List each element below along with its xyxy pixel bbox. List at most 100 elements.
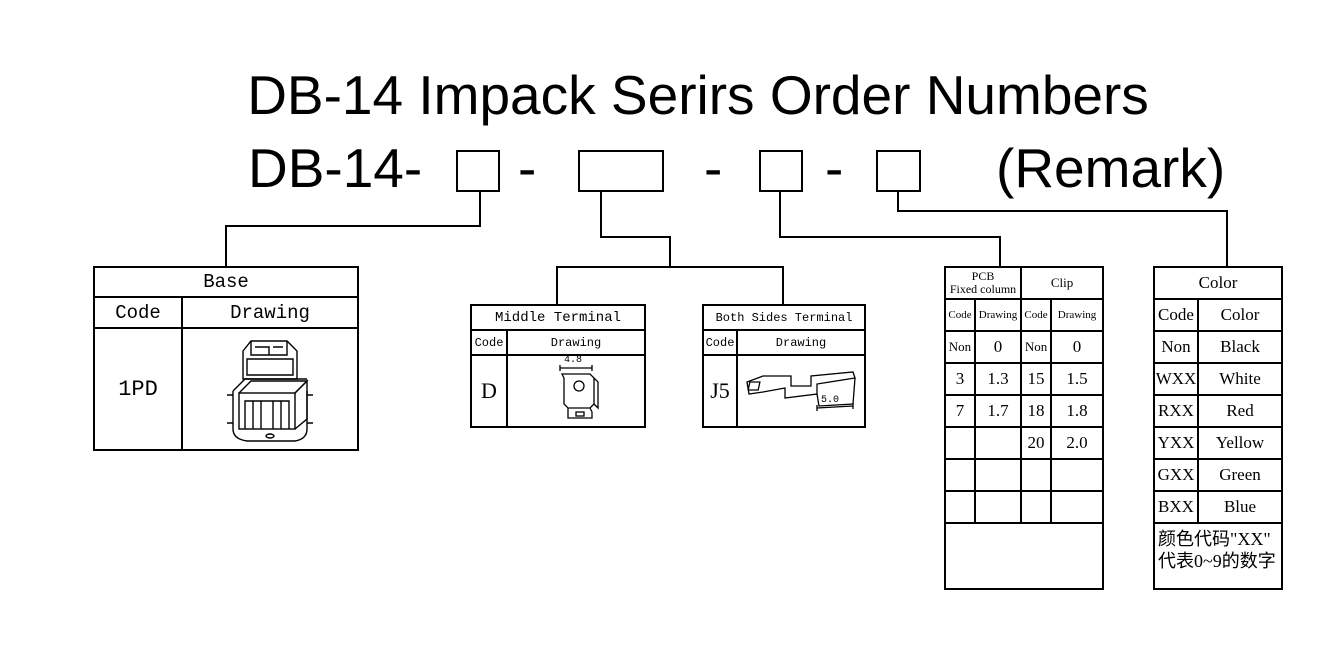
base-code-slot: [456, 150, 500, 192]
color-name-cell: Red: [1196, 394, 1284, 428]
color-name-cell: Green: [1196, 458, 1284, 492]
separator-1: -: [518, 137, 537, 199]
color-code-cell: BXX: [1153, 490, 1199, 524]
pcb-header-line2: Fixed column: [949, 282, 1017, 296]
connector-line: [779, 236, 1001, 238]
both-sides-code-header: Code: [702, 329, 738, 356]
color-code-header: Code: [1153, 298, 1199, 332]
pcb-code-cell: 3: [944, 362, 976, 396]
separator-2: -: [704, 137, 723, 199]
both-sides-terminal-header: Both Sides Terminal: [701, 304, 867, 331]
terminal-dimension-label: 4.8: [564, 355, 583, 366]
connector-line: [782, 266, 784, 305]
pcb-code-header: Code: [944, 298, 976, 332]
empty-cell: [1020, 490, 1053, 524]
pcb-code-cell: Non: [944, 330, 976, 364]
clip-code-cell: Non: [1020, 330, 1053, 364]
terminal-code-slot: [578, 150, 664, 192]
color-code-cell: Non: [1153, 330, 1199, 364]
color-name-cell: White: [1196, 362, 1284, 396]
color-name-cell: Yellow: [1196, 426, 1284, 460]
connector-line: [225, 225, 227, 267]
connector-line: [600, 190, 602, 237]
connector-line: [779, 190, 781, 237]
color-code-cell: WXX: [1153, 362, 1199, 396]
empty-cell: [1020, 458, 1053, 492]
clip-code-header: Code: [1020, 298, 1053, 332]
connector-line: [600, 236, 670, 238]
connector-line: [669, 236, 671, 267]
connector-line: [999, 236, 1001, 267]
empty-cell: [944, 458, 976, 492]
color-table-header: Color: [1152, 266, 1284, 300]
pcb-drawing-header: Drawing: [973, 298, 1023, 332]
both-sides-terminal-table: Both Sides Terminal Code Drawing J5 5.0: [701, 304, 867, 428]
both-sides-drawing-header: Drawing: [735, 329, 867, 356]
part-prefix: DB-14-: [248, 137, 423, 199]
rocker-switch-base-drawing: [227, 340, 313, 442]
clip-drawing-header: Drawing: [1050, 298, 1105, 332]
base-table-header: Base: [92, 266, 360, 298]
both-sides-drawing-cell: 5.0: [735, 354, 867, 428]
color-note-line2: 代表0~9的数字: [1158, 551, 1276, 571]
empty-cell: [973, 458, 1023, 492]
pcb-drawing-cell: [973, 426, 1023, 460]
color-code-cell: GXX: [1153, 458, 1199, 492]
color-name-header: Color: [1196, 298, 1284, 332]
pcb-header: PCB Fixed column: [943, 266, 1023, 300]
connector-line: [1226, 210, 1228, 267]
middle-terminal-table: Middle Terminal Code Drawing D 4.8: [470, 304, 646, 428]
connector-line: [897, 190, 899, 212]
empty-cell: [944, 490, 976, 524]
empty-cell: [1050, 490, 1105, 524]
clip-drawing-cell: 2.0: [1050, 426, 1105, 460]
base-drawing-cell: [180, 327, 360, 451]
connector-line: [897, 210, 1228, 212]
pcb-header-line1: PCB: [971, 269, 995, 283]
clip-drawing-cell: 1.8: [1050, 394, 1105, 428]
base-table: Base Code Drawing 1PD: [92, 266, 360, 451]
middle-terminal-code-header: Code: [470, 329, 508, 356]
base-code-cell: 1PD: [93, 327, 183, 451]
color-code-slot: [876, 150, 921, 192]
middle-terminal-drawing-header: Drawing: [506, 329, 646, 356]
pcb-clip-code-slot: [759, 150, 803, 192]
empty-cell: [1050, 458, 1105, 492]
color-code-note: 颜色代码"XX" 代表0~9的数字: [1152, 522, 1284, 590]
clip-header: Clip: [1020, 266, 1105, 300]
empty-cell: [943, 522, 1105, 590]
clip-code-cell: 15: [1020, 362, 1053, 396]
diagram-title: DB-14 Impack Serirs Order Numbers: [247, 64, 1149, 126]
color-name-cell: Black: [1196, 330, 1284, 364]
empty-cell: [973, 490, 1023, 524]
clip-drawing-cell: 0: [1050, 330, 1105, 364]
connector-line: [225, 225, 481, 227]
color-name-cell: Blue: [1196, 490, 1284, 524]
pcb-drawing-cell: 0: [973, 330, 1023, 364]
clip-drawing-cell: 1.5: [1050, 362, 1105, 396]
pcb-drawing-cell: 1.3: [973, 362, 1023, 396]
both-sides-code-cell: J5: [702, 354, 738, 428]
color-note-line1: 颜色代码"XX": [1158, 529, 1271, 549]
pcb-code-cell: 7: [944, 394, 976, 428]
separator-3: -: [825, 137, 844, 199]
terminal-dimension-label: 5.0: [821, 395, 840, 406]
pcb-clip-table: PCB Fixed column Clip Code Drawing Code …: [943, 266, 1105, 590]
base-drawing-header: Drawing: [180, 296, 360, 329]
pcb-drawing-cell: 1.7: [973, 394, 1023, 428]
clip-code-cell: 20: [1020, 426, 1053, 460]
connector-line: [556, 266, 558, 305]
connector-line: [479, 190, 481, 226]
middle-terminal-header: Middle Terminal: [470, 304, 646, 331]
middle-terminal-code-cell: D: [470, 354, 508, 428]
both-sides-terminal-drawing: [746, 371, 856, 411]
base-code-header: Code: [93, 296, 183, 329]
connector-line: [556, 266, 784, 268]
middle-terminal-drawing: [559, 365, 599, 419]
color-code-cell: YXX: [1153, 426, 1199, 460]
remark-label: (Remark): [996, 137, 1226, 199]
clip-code-cell: 18: [1020, 394, 1053, 428]
middle-terminal-drawing-cell: 4.8: [506, 354, 646, 428]
color-code-cell: RXX: [1153, 394, 1199, 428]
